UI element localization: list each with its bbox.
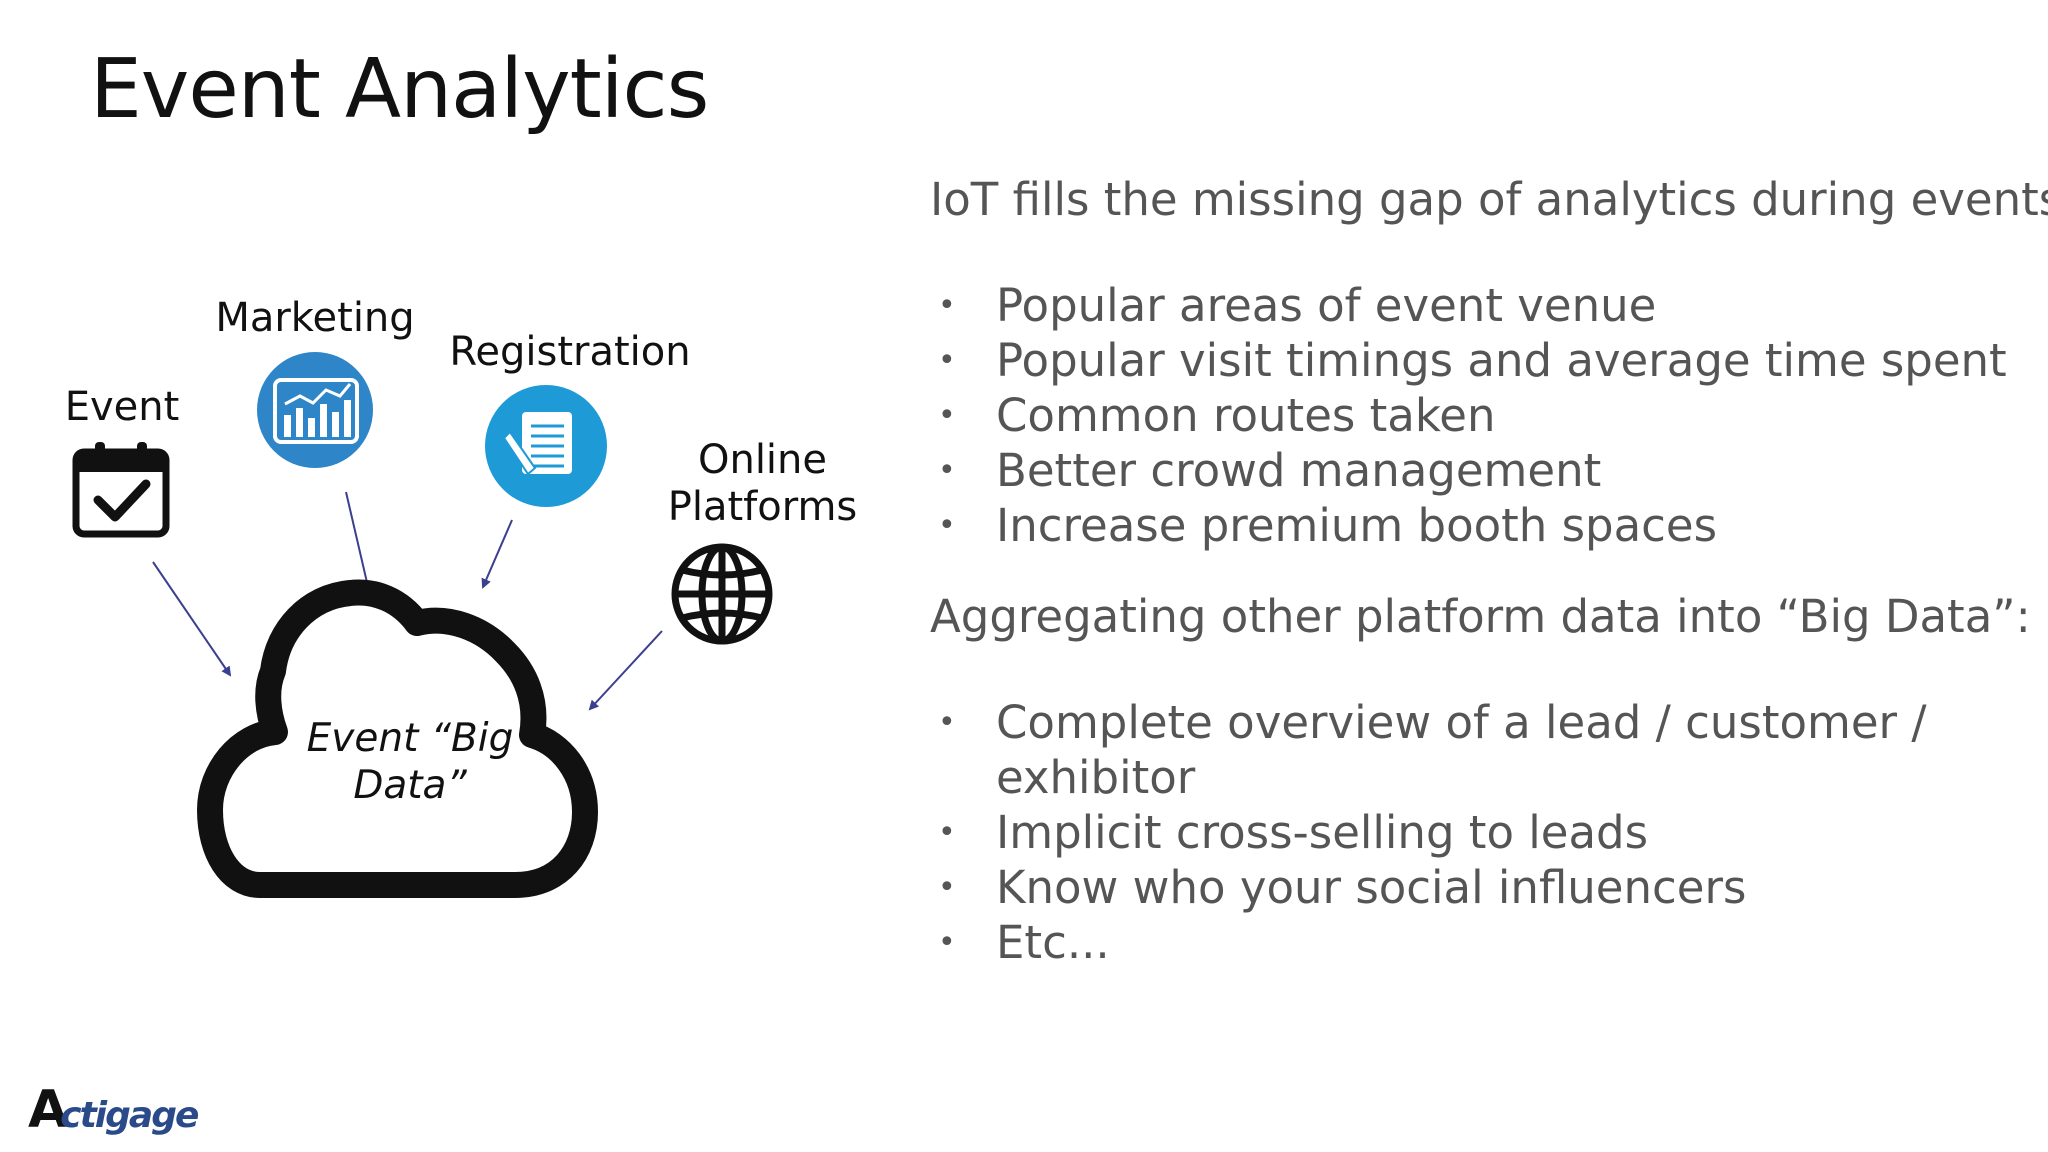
bullet-dot: •: [938, 453, 956, 488]
label-event: Event: [64, 384, 180, 430]
label-marketing: Marketing: [215, 295, 415, 341]
company-logo: Actigage: [28, 1080, 199, 1140]
slide-title: Event Analytics: [90, 42, 709, 137]
arrow-event: [152, 561, 232, 677]
content-heading-1: IoT fills the missing gap of analytics d…: [930, 173, 2048, 226]
cloud-icon: [197, 579, 598, 898]
document-edit-icon: [485, 385, 607, 507]
diagram: [72, 352, 773, 898]
list-item: •Common routes taken: [938, 389, 1496, 442]
label-online-platforms-line2: Platforms: [667, 484, 858, 530]
list-item: •Increase premium booth spaces: [938, 499, 1718, 552]
list-item: •Popular visit timings and average time …: [938, 334, 2007, 387]
globe-icon: [671, 543, 773, 645]
bullet-dot: •: [938, 815, 956, 850]
bullet-list-2: •Complete overview of a lead / customer …: [930, 695, 2020, 970]
content-heading-2: Aggregating other platform data into “Bi…: [930, 590, 2031, 643]
bullet-dot: •: [938, 925, 956, 960]
list-item-continuation: exhibitor: [996, 751, 1196, 804]
list-item: •Etc...: [938, 916, 1110, 969]
cloud-label-line1: Event “Big: [306, 716, 514, 761]
label-online-platforms: Online Platforms: [660, 437, 865, 531]
list-item: •Better crowd management: [938, 444, 1602, 497]
cloud-label-line2: Data”: [353, 763, 467, 808]
bullet-dot: •: [938, 288, 956, 323]
cloud-label: Event “Big Data”: [290, 715, 530, 809]
calendar-check-icon: [72, 442, 170, 538]
label-registration: Registration: [449, 329, 691, 375]
list-item: •Know who your social influencers: [938, 861, 1747, 914]
bullet-dot: •: [938, 705, 956, 740]
bullet-list-1: •Popular areas of event venue •Popular v…: [930, 278, 2020, 553]
bullet-dot: •: [938, 398, 956, 433]
list-item: •Implicit cross-selling to leads: [938, 806, 1649, 859]
label-online-platforms-line1: Online: [697, 437, 828, 483]
list-item: •Complete overview of a lead / customer …: [938, 696, 1927, 749]
analytics-chart-icon: [257, 352, 373, 468]
arrow-online-platforms: [588, 630, 663, 711]
list-item: •Popular areas of event venue: [938, 279, 1657, 332]
bullet-dot: •: [938, 343, 956, 378]
arrow-registration: [481, 519, 513, 589]
bullet-dot: •: [938, 508, 956, 543]
bullet-dot: •: [938, 870, 956, 905]
content-column: IoT fills the missing gap of analytics d…: [930, 172, 2048, 970]
